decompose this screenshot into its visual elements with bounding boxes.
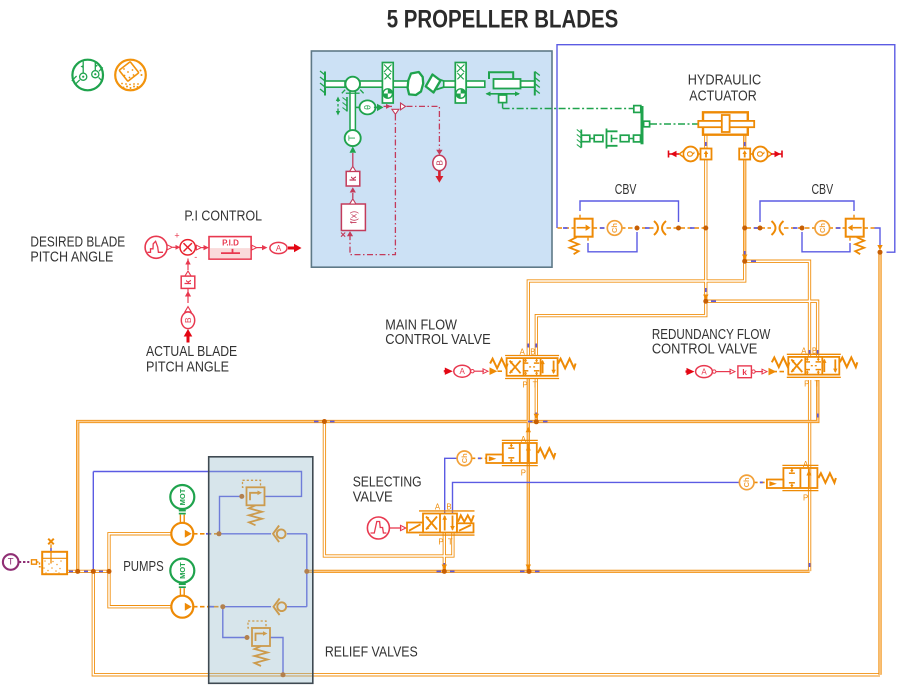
svg-text:5 PROPELLER BLADES: 5 PROPELLER BLADES xyxy=(387,6,619,34)
svg-text:PUMPS: PUMPS xyxy=(123,559,164,575)
svg-text:T: T xyxy=(448,537,453,546)
svg-text:k: k xyxy=(348,175,358,181)
svg-text:P.I CONTROL: P.I CONTROL xyxy=(184,208,262,224)
svg-text:P: P xyxy=(804,379,809,388)
svg-text:P: P xyxy=(438,537,443,546)
svg-text:-: - xyxy=(194,252,197,262)
svg-text:VALVE: VALVE xyxy=(353,490,393,506)
svg-text:RELIEF VALVES: RELIEF VALVES xyxy=(325,644,418,660)
svg-text:A: A xyxy=(701,368,707,377)
svg-text:ACTUATOR: ACTUATOR xyxy=(689,89,757,105)
svg-text:CBV: CBV xyxy=(811,182,833,198)
svg-text:B: B xyxy=(530,348,535,357)
svg-text:A: A xyxy=(521,435,527,444)
svg-text:f(x): f(x) xyxy=(348,211,358,224)
svg-text:REDUNDANCY FLOW: REDUNDANCY FLOW xyxy=(652,327,771,343)
svg-text:B: B xyxy=(446,503,451,512)
svg-text:T: T xyxy=(533,381,538,390)
svg-text:T: T xyxy=(814,379,819,388)
svg-text:k: k xyxy=(742,367,747,377)
svg-text:T: T xyxy=(8,557,14,568)
svg-text:MAIN FLOW: MAIN FLOW xyxy=(385,318,457,334)
svg-text:DESIRED BLADE: DESIRED BLADE xyxy=(30,235,125,251)
svg-text:θ: θ xyxy=(363,105,373,110)
svg-text:A: A xyxy=(520,348,526,357)
svg-text:A: A xyxy=(803,460,809,469)
svg-text:HYDRAULIC: HYDRAULIC xyxy=(688,73,762,89)
svg-text:A: A xyxy=(460,367,466,376)
svg-text:CONTROL VALVE: CONTROL VALVE xyxy=(385,332,490,348)
svg-text:PITCH ANGLE: PITCH ANGLE xyxy=(146,360,229,376)
svg-text:B: B xyxy=(434,160,444,166)
svg-text:k: k xyxy=(183,279,193,285)
svg-text:P: P xyxy=(522,381,527,390)
svg-text:P: P xyxy=(521,468,526,477)
svg-text:PITCH ANGLE: PITCH ANGLE xyxy=(30,249,113,265)
svg-text:CBV: CBV xyxy=(615,182,637,198)
svg-text:A: A xyxy=(801,346,807,355)
svg-text:P: P xyxy=(803,493,808,502)
svg-text:SELECTING: SELECTING xyxy=(353,475,422,491)
svg-text:A: A xyxy=(435,503,441,512)
svg-text:B: B xyxy=(812,346,817,355)
svg-text:B: B xyxy=(183,317,193,323)
svg-text:+: + xyxy=(174,231,179,241)
svg-text:CONTROL VALVE: CONTROL VALVE xyxy=(652,341,757,357)
svg-text:P.I.D: P.I.D xyxy=(222,239,239,248)
svg-text:T: T xyxy=(347,135,358,141)
svg-text:ACTUAL BLADE: ACTUAL BLADE xyxy=(146,344,237,360)
svg-text:A: A xyxy=(276,244,282,253)
